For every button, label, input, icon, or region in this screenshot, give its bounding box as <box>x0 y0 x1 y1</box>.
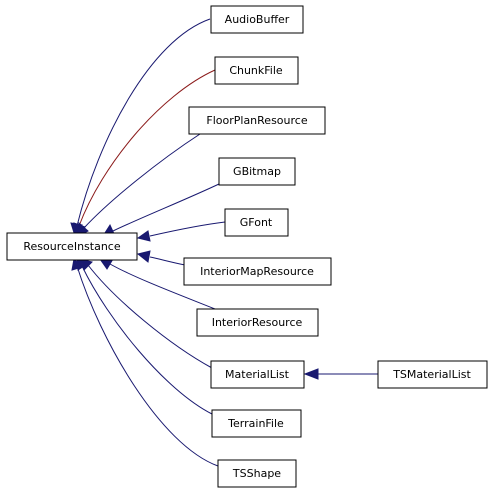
node-label: GFont <box>240 216 273 229</box>
node-ts-shape[interactable]: TSShape <box>217 459 297 488</box>
edge-tsshape-to-resourceinstance <box>76 265 219 467</box>
node-label: ResourceInstance <box>23 240 120 253</box>
node-ts-material-list[interactable]: TSMaterialList <box>377 360 488 389</box>
edge-chunkfile-to-resourceinstance <box>78 69 216 227</box>
edges <box>76 18 378 467</box>
arrowhead-interiormapresource <box>136 250 151 263</box>
node-interior-map-resource[interactable]: InteriorMapResource <box>183 257 332 286</box>
node-interior-resource[interactable]: InteriorResource <box>196 308 319 337</box>
node-chunk-file[interactable]: ChunkFile <box>214 56 299 85</box>
node-terrain-file[interactable]: TerrainFile <box>211 409 302 438</box>
node-resource-instance[interactable]: ResourceInstance <box>6 232 138 261</box>
edge-gbitmap-to-resourceinstance <box>112 183 220 232</box>
node-label: MaterialList <box>225 368 290 381</box>
node-label: FloorPlanResource <box>206 114 307 127</box>
node-label: GBitmap <box>233 165 281 178</box>
node-label: InteriorMapResource <box>200 265 314 278</box>
node-label: TSShape <box>232 467 281 480</box>
edge-materiallist-to-resourceinstance <box>87 264 213 369</box>
node-gbitmap[interactable]: GBitmap <box>218 157 296 186</box>
arrowhead-gfont <box>136 230 151 242</box>
edge-gfont-to-resourceinstance <box>149 221 226 237</box>
arrowhead-tsshape <box>71 257 83 271</box>
node-label: ChunkFile <box>229 64 283 77</box>
edge-terrainfile-to-resourceinstance <box>81 265 213 415</box>
node-label: TerrainFile <box>227 417 284 430</box>
node-material-list[interactable]: MaterialList <box>210 360 305 389</box>
edge-interiormapresource-to-resourceinstance <box>149 256 186 266</box>
edge-floorplanresource-to-resourceinstance <box>83 133 201 229</box>
arrowheads <box>70 221 319 380</box>
node-label: AudioBuffer <box>225 13 290 26</box>
edge-interiorresource-to-resourceinstance <box>109 263 216 310</box>
node-label: TSMaterialList <box>392 368 471 381</box>
node-audio-buffer[interactable]: AudioBuffer <box>210 5 304 34</box>
node-label: InteriorResource <box>212 316 303 329</box>
arrowhead-tsmateriallist <box>303 368 319 380</box>
edge-audiobuffer-to-resourceinstance <box>76 18 211 227</box>
node-gfont[interactable]: GFont <box>224 208 289 237</box>
node-floor-plan-resource[interactable]: FloorPlanResource <box>188 106 326 135</box>
